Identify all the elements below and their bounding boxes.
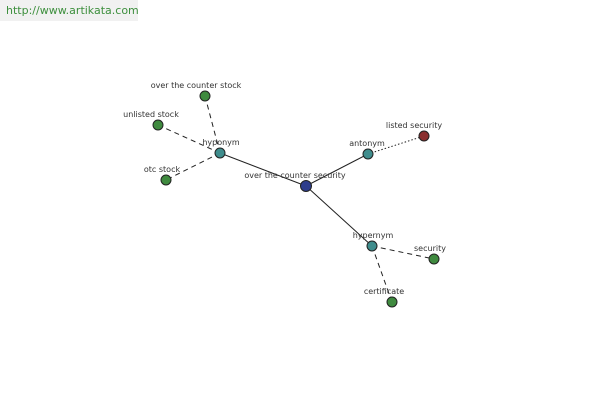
node-hyponym[interactable] bbox=[214, 147, 226, 159]
label-hypernym[interactable]: hypernym bbox=[353, 231, 394, 240]
label-over-the-counter-stock[interactable]: over the counter stock bbox=[151, 81, 242, 90]
edge-hyponym-otc-stock bbox=[165, 152, 221, 181]
node-certificate[interactable] bbox=[386, 296, 398, 308]
edge-center-antonym bbox=[305, 153, 369, 187]
label-security[interactable]: security bbox=[414, 244, 446, 253]
edge-hypernym-security bbox=[371, 245, 435, 260]
label-hyponym[interactable]: hyponym bbox=[202, 138, 240, 147]
site-link-bar: http://www.artikata.com bbox=[0, 0, 139, 21]
label-center[interactable]: over the counter security bbox=[244, 171, 346, 180]
node-hypernym[interactable] bbox=[366, 240, 378, 252]
label-otc-stock[interactable]: otc stock bbox=[144, 165, 181, 174]
node-otc-stock[interactable] bbox=[160, 174, 172, 186]
edge-hyponym-over-the-counter-stock bbox=[204, 95, 221, 154]
edge-center-hyponym bbox=[219, 152, 307, 187]
node-over-the-counter-stock[interactable] bbox=[199, 90, 211, 102]
label-antonym[interactable]: antonym bbox=[349, 139, 385, 148]
site-link[interactable]: http://www.artikata.com bbox=[6, 4, 139, 17]
label-listed-security[interactable]: listed security bbox=[386, 121, 443, 130]
node-antonym[interactable] bbox=[362, 148, 374, 160]
node-center[interactable] bbox=[300, 180, 312, 192]
edge-hypernym-certificate bbox=[371, 245, 393, 303]
edge-center-hypernym bbox=[305, 185, 373, 247]
node-security[interactable] bbox=[428, 253, 440, 265]
node-listed-security[interactable] bbox=[418, 130, 430, 142]
edge-hyponym-unlisted-stock bbox=[157, 124, 221, 154]
label-certificate[interactable]: certificate bbox=[364, 287, 404, 296]
node-unlisted-stock[interactable] bbox=[152, 119, 164, 131]
edge-antonym-listed-security bbox=[367, 135, 425, 155]
label-unlisted-stock[interactable]: unlisted stock bbox=[123, 110, 179, 119]
